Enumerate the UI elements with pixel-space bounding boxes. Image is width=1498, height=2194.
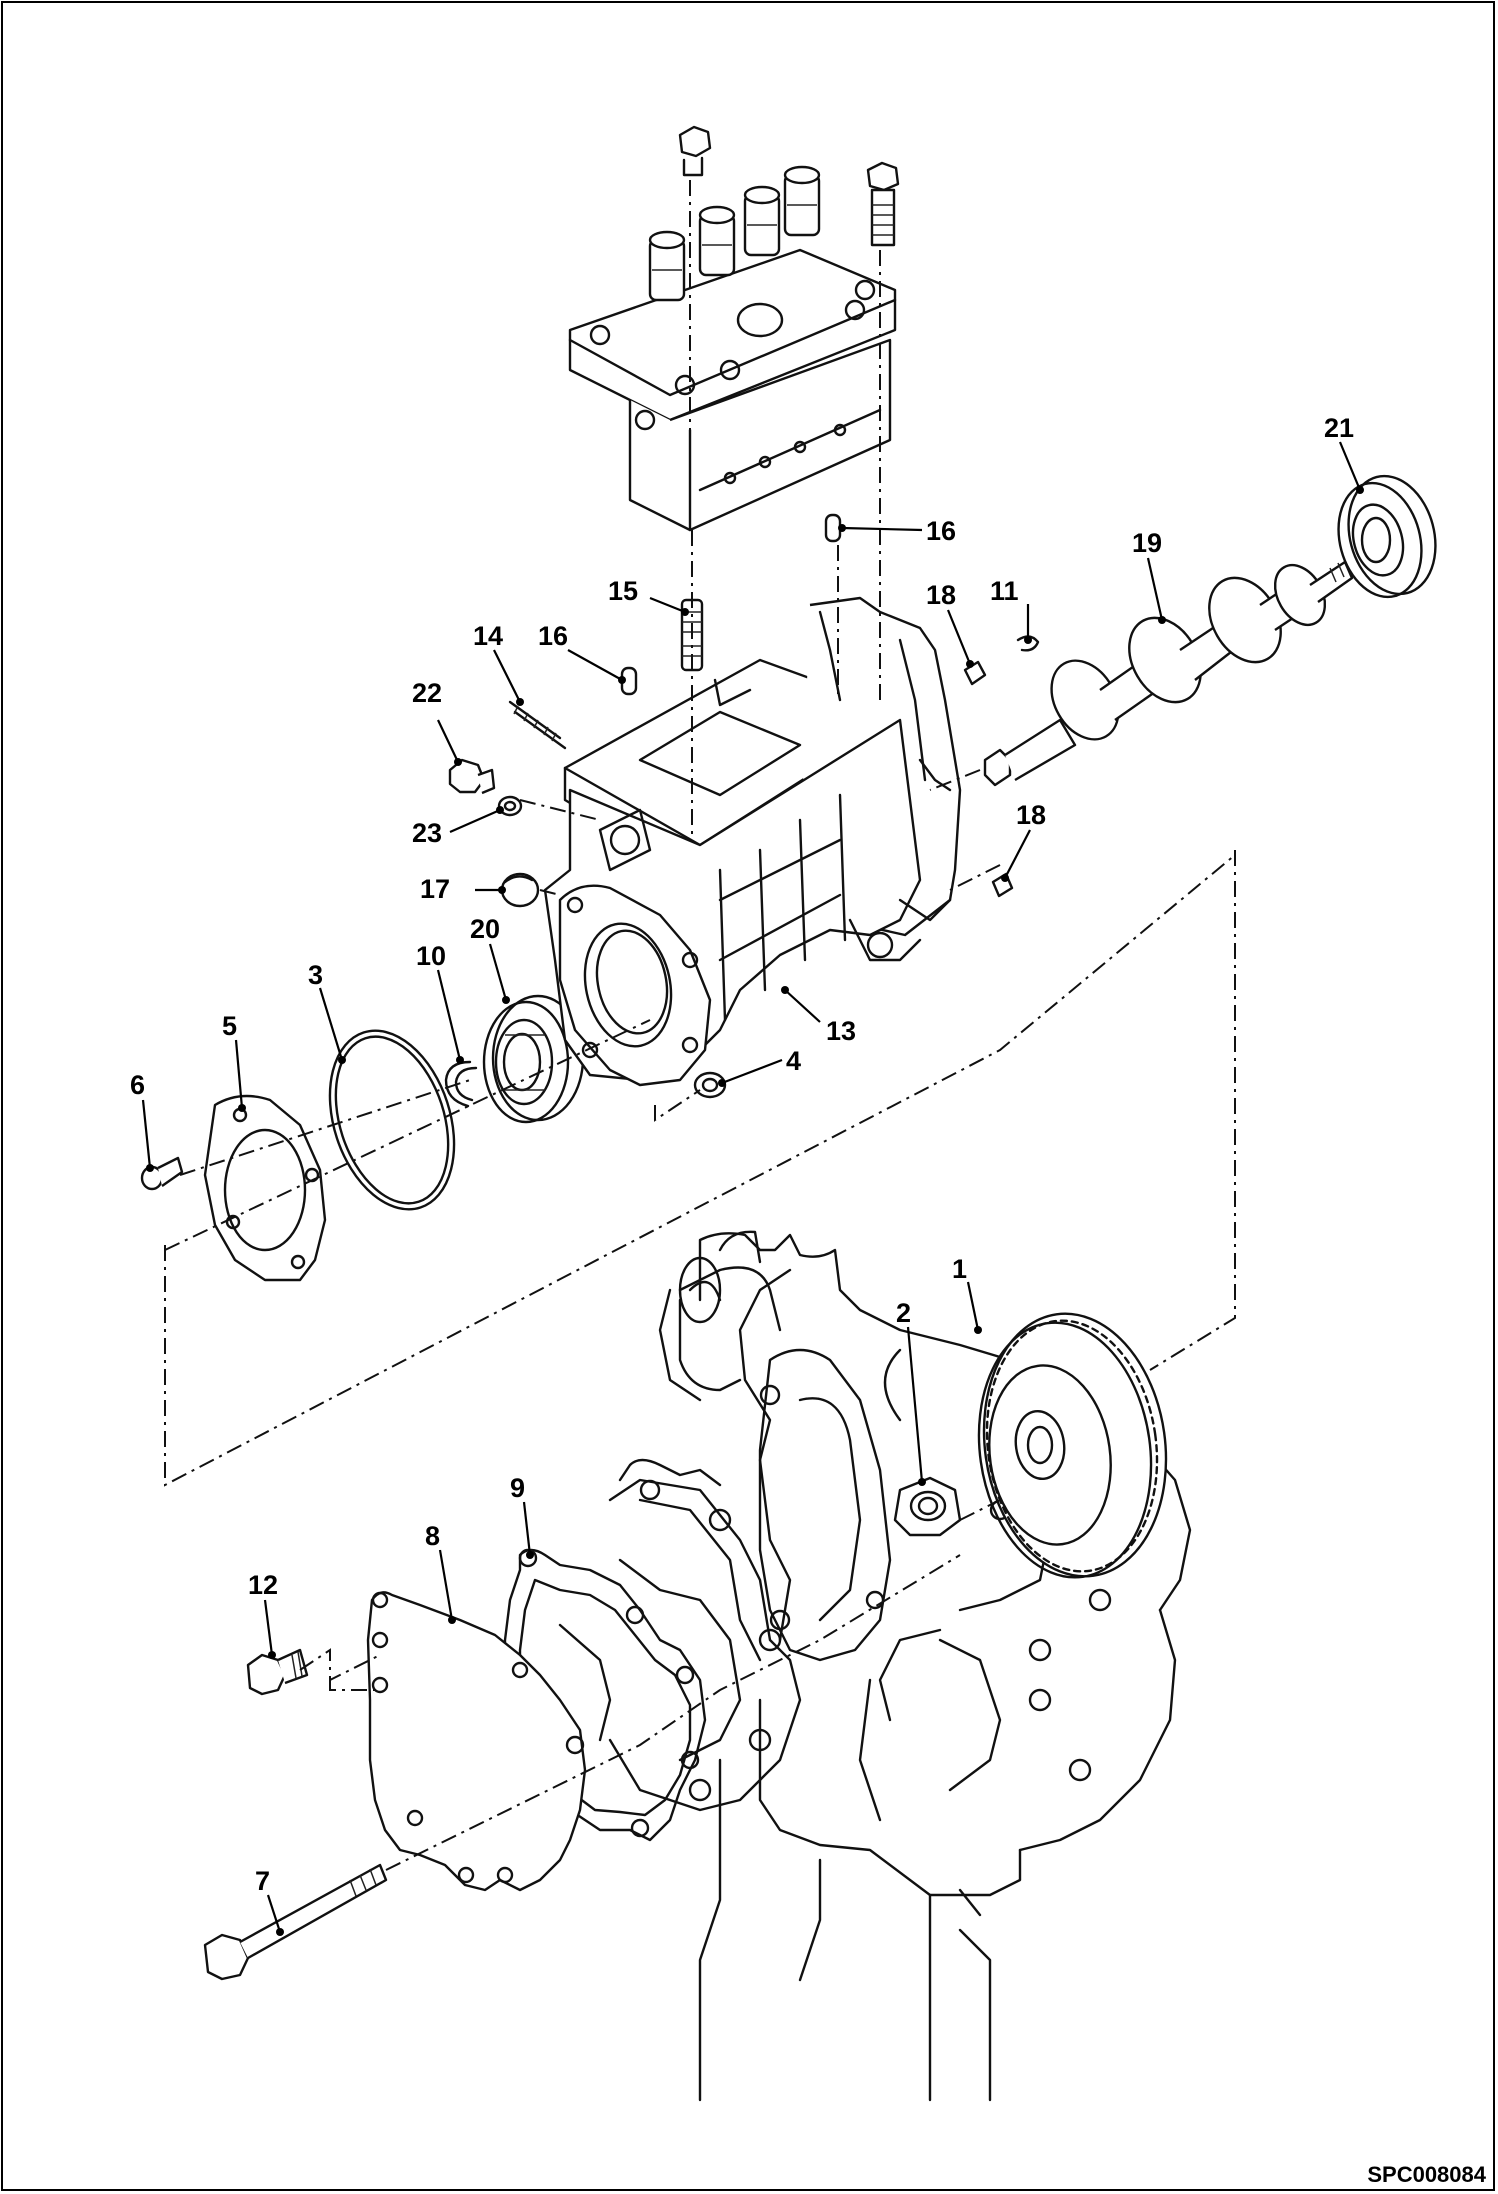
part-19-camshaft xyxy=(983,560,1354,787)
part-6-screw xyxy=(140,1156,184,1191)
leader-lines xyxy=(141,441,1364,1936)
part-14-spring xyxy=(508,700,567,750)
part-21-bearing xyxy=(1337,474,1437,599)
callout-10: 10 xyxy=(416,941,446,971)
callout-2: 2 xyxy=(896,1298,911,1328)
callout-17: 17 xyxy=(420,874,450,904)
part-8-cover-plate xyxy=(366,1591,587,1892)
callout-18b: 18 xyxy=(1016,800,1046,830)
part-7-long-bolt xyxy=(203,1863,388,1981)
callout-14: 14 xyxy=(473,621,503,651)
assembly-centerlines xyxy=(164,180,1236,1871)
part-22-plug xyxy=(448,758,496,795)
part-23-washer xyxy=(497,795,523,817)
callout-8: 8 xyxy=(425,1521,440,1551)
part-11-clip xyxy=(1016,635,1040,652)
callout-15: 15 xyxy=(608,576,638,606)
part-10-snap-ring xyxy=(444,1060,478,1108)
part-17-plug xyxy=(500,872,540,908)
callout-12: 12 xyxy=(248,1570,278,1600)
part-13-pump-housing xyxy=(543,596,962,1087)
injection-pump-assembly xyxy=(568,125,900,532)
part-12-bolt xyxy=(246,1648,309,1696)
callout-6: 6 xyxy=(130,1070,145,1100)
callout-16a: 16 xyxy=(538,621,568,651)
figure-reference-code: SPC008084 xyxy=(1367,2162,1486,2187)
callout-1: 1 xyxy=(952,1254,967,1284)
callout-20: 20 xyxy=(470,914,500,944)
callout-4: 4 xyxy=(786,1046,801,1076)
callout-16b: 16 xyxy=(926,516,956,546)
front-housing xyxy=(608,1458,802,1812)
part-5-flange-plate xyxy=(203,1094,327,1282)
callout-18a: 18 xyxy=(926,580,956,610)
callout-3: 3 xyxy=(308,960,323,990)
part-1-gear xyxy=(977,1312,1168,1579)
callout-22: 22 xyxy=(412,678,442,708)
callout-9: 9 xyxy=(510,1473,525,1503)
callout-21: 21 xyxy=(1324,413,1354,443)
callout-11: 11 xyxy=(990,576,1019,606)
part-3-o-ring xyxy=(328,1029,456,1211)
callout-19: 19 xyxy=(1132,528,1162,558)
part-20-bearing xyxy=(482,994,585,1124)
callout-labels: 1 2 3 4 5 6 7 8 9 10 11 12 13 14 15 16 1… xyxy=(130,413,1354,1896)
callout-13: 13 xyxy=(826,1016,856,1046)
part-16-pin-right xyxy=(824,513,842,543)
callout-23: 23 xyxy=(412,818,442,848)
part-2-nut xyxy=(893,1476,962,1537)
callout-5: 5 xyxy=(222,1011,237,1041)
callout-7: 7 xyxy=(255,1866,270,1896)
